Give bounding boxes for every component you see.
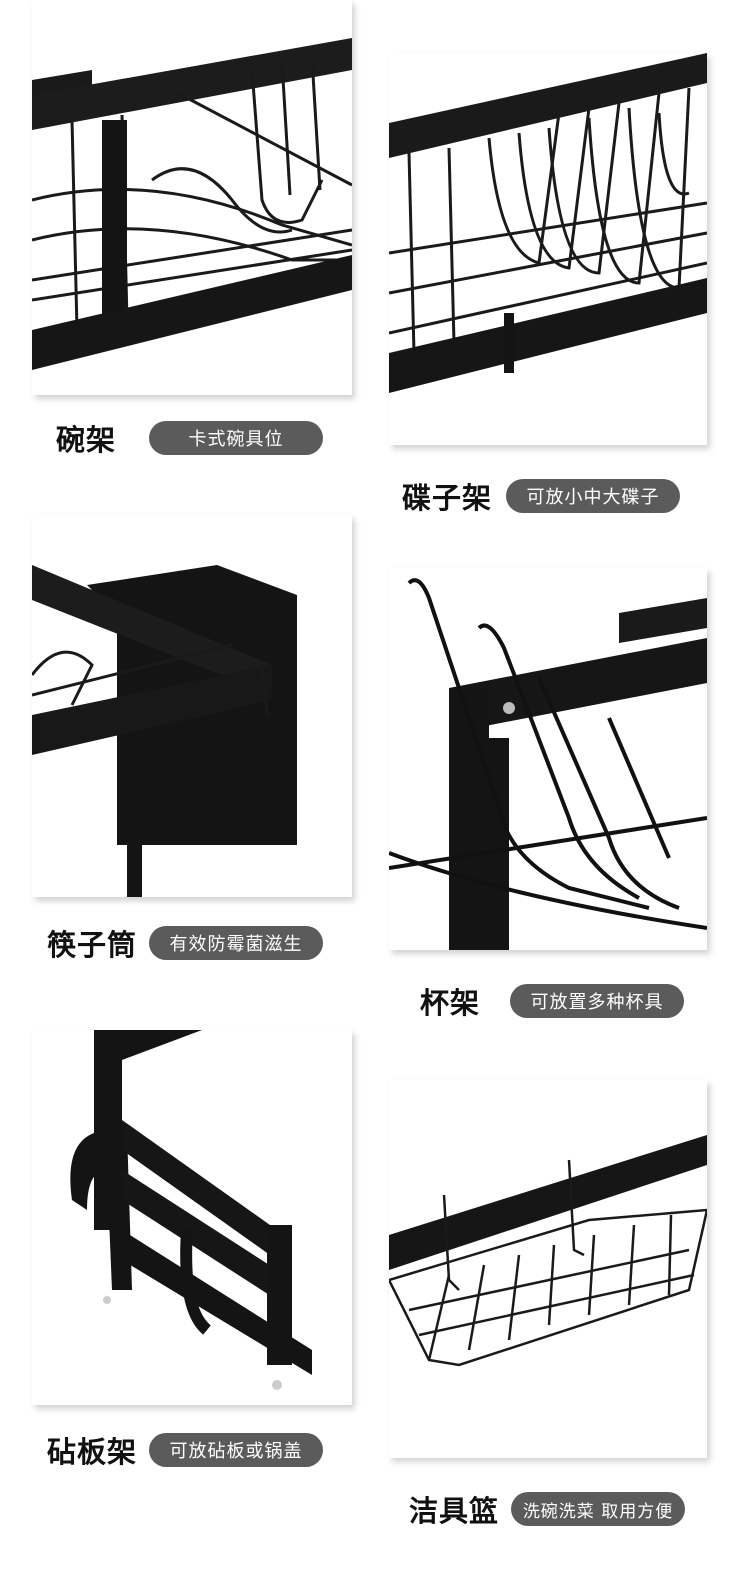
bowl-rack-illustration bbox=[32, 38, 352, 370]
chopstick-holder-caption: 筷子筒 有效防霉菌滋生 bbox=[47, 922, 324, 964]
cleaning-basket-illustration bbox=[389, 1135, 707, 1367]
section-title: 洁具篮 bbox=[409, 1494, 500, 1528]
cup-rack-caption: 杯架 可放置多种杯具 bbox=[420, 980, 685, 1022]
feature-tag: 可放小中大碟子 bbox=[506, 479, 681, 513]
section-title: 筷子筒 bbox=[47, 928, 138, 962]
section-title: 杯架 bbox=[420, 986, 481, 1020]
feature-tag: 可放砧板或锅盖 bbox=[149, 1433, 324, 1467]
cutting-board-rack-caption: 砧板架 可放砧板或锅盖 bbox=[47, 1429, 324, 1471]
section-title: 碟子架 bbox=[402, 481, 493, 515]
feature-tag: 有效防霉菌滋生 bbox=[149, 926, 324, 960]
section-title: 砧板架 bbox=[47, 1435, 138, 1469]
cup-rack-image bbox=[389, 568, 707, 950]
bowl-rack-image bbox=[32, 0, 352, 395]
cutting-board-rack-image bbox=[32, 1030, 352, 1405]
plate-rack-image bbox=[389, 53, 707, 445]
section-title: 碗架 bbox=[56, 423, 117, 457]
feature-tag: 可放置多种杯具 bbox=[510, 984, 685, 1018]
cup-rack-illustration bbox=[389, 578, 707, 950]
bowl-rack-caption: 碗架 卡式碗具位 bbox=[56, 417, 324, 459]
cleaning-basket-image bbox=[389, 1080, 707, 1458]
cutting-board-rack-illustration bbox=[70, 1030, 312, 1390]
chopstick-holder-illustration bbox=[32, 565, 297, 897]
plate-rack-caption: 碟子架 可放小中大碟子 bbox=[402, 475, 681, 517]
cleaning-basket-caption: 洁具篮 洗碗洗菜 取用方便 bbox=[409, 1488, 686, 1530]
chopstick-holder-image bbox=[32, 515, 352, 897]
feature-tag: 卡式碗具位 bbox=[149, 421, 324, 455]
feature-tag: 洗碗洗菜 取用方便 bbox=[511, 1492, 686, 1526]
plate-rack-illustration bbox=[389, 53, 707, 393]
